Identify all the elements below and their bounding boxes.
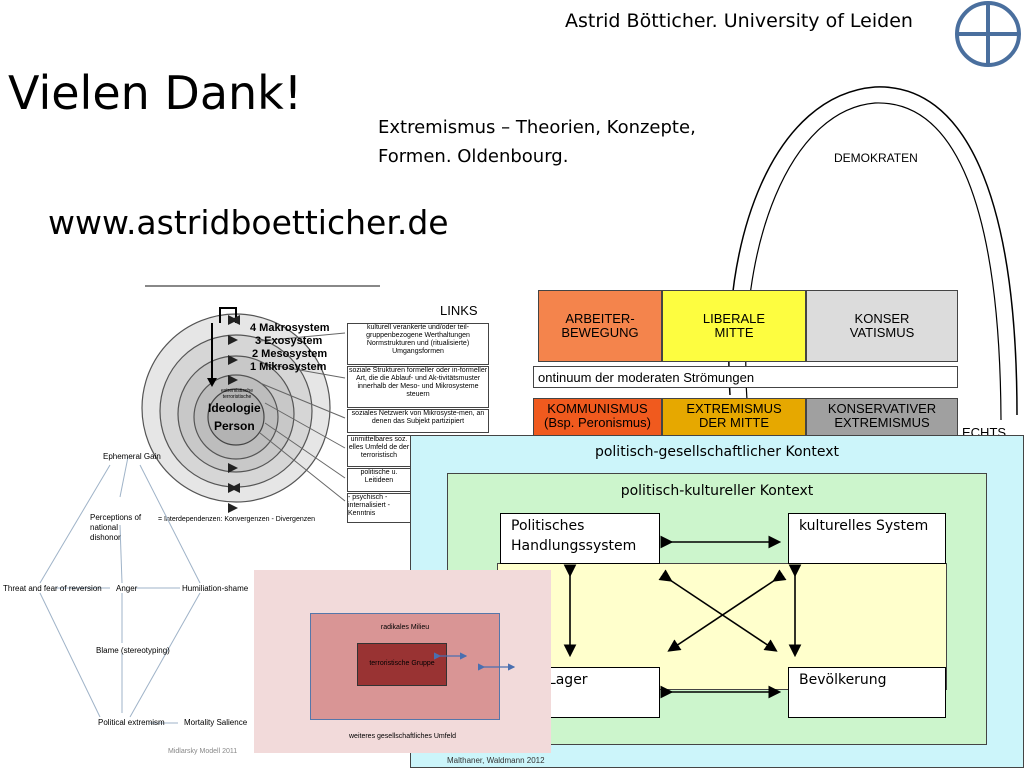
eco-callout-1: kulturell verankerte und/oder teil-grupp… bbox=[347, 323, 489, 365]
hex-node-humiliation: Humiliation-shame bbox=[182, 584, 249, 593]
hexagon-model-lines bbox=[0, 445, 240, 765]
book-line-1: Extremismus – Theorien, Konzepte, bbox=[378, 117, 696, 138]
label-demokraten: DEMOKRATEN bbox=[834, 151, 918, 165]
author-line: Astrid Bötticher. University of Leiden bbox=[565, 10, 913, 32]
website-link[interactable]: www.astridboetticher.de bbox=[48, 203, 449, 242]
eco-level-4: 4 Makrosystem bbox=[250, 322, 330, 334]
context-mid-label: politisch-kultureller Kontext bbox=[620, 483, 814, 499]
eco-center-small: extremistische terroristische bbox=[221, 388, 253, 400]
box-arbeiterbewegung: ARBEITER- BEWEGUNG bbox=[538, 290, 662, 362]
eco-callout-3: soziales Netzwerk von Mikrosyste-men, an… bbox=[347, 409, 489, 433]
context-box-kulturelles-system: kulturelles System bbox=[788, 513, 946, 564]
milieu-figure: radikales Milieu terroristische Gruppe w… bbox=[254, 570, 551, 753]
context-outer-label: politisch-gesellschaftlicher Kontext bbox=[594, 444, 840, 460]
hex-node-blame: Blame (stereotyping) bbox=[96, 646, 170, 655]
context-box-handlungssystem: Politisches Handlungssystem bbox=[500, 513, 660, 564]
milieu-arrows bbox=[434, 652, 516, 671]
milieu-gruppe-box: terroristische Gruppe bbox=[357, 643, 447, 686]
box-kommunismus: KOMMUNISMUS (Bsp. Peronismus) bbox=[533, 398, 662, 440]
context-credit: Malthaner, Waldmann 2012 bbox=[447, 756, 545, 765]
hex-credit: Midlarsky Modell 2011 bbox=[168, 748, 238, 755]
eco-footer-legend: = Interdependenzen: Konvergenzen - Diver… bbox=[158, 516, 316, 523]
box-konservatismus: KONSER VATISMUS bbox=[806, 290, 958, 362]
democrats-arch bbox=[715, 75, 1024, 455]
milieu-radikal-label: radikales Milieu bbox=[380, 624, 430, 631]
hex-node-mortality: Mortality Salience bbox=[184, 718, 248, 727]
eco-person: Person bbox=[214, 419, 255, 433]
box-konservativer-extremismus: KONSERVATIVER EXTREMISMUS bbox=[806, 398, 958, 440]
hex-node-ephemeral: Ephemeral Gain bbox=[103, 452, 161, 461]
context-arrows bbox=[540, 530, 820, 710]
eco-callout-2: soziale Strukturen formeller oder in-for… bbox=[347, 366, 489, 408]
milieu-radikal-box: radikales Milieu terroristische Gruppe bbox=[310, 613, 500, 720]
label-links: LINKS bbox=[440, 303, 478, 318]
eco-model-figure bbox=[140, 283, 490, 523]
milieu-gruppe-label: terroristische Gruppe bbox=[369, 660, 435, 667]
eco-callout-6: - psychisch - internalisiert - Kenntnis bbox=[347, 493, 411, 523]
box-extremismus-mitte: EXTREMISMUS DER MITTE bbox=[662, 398, 806, 440]
continuum-label: ontinuum der moderaten Strömungen bbox=[538, 370, 755, 385]
book-reference: Extremismus – Theorien, Konzepte, Formen… bbox=[378, 113, 696, 171]
eco-callout-5: politische u. Leitideen bbox=[347, 468, 411, 492]
hex-node-threat: Threat and fear of reversion bbox=[3, 584, 102, 593]
hex-node-anger: Anger bbox=[116, 584, 138, 593]
context-box-bevoelkerung: Bevölkerung bbox=[788, 667, 946, 718]
hex-node-perceptions: Perceptions of national dishonor bbox=[90, 513, 142, 542]
university-logo-icon bbox=[952, 0, 1024, 72]
eco-callout-4: unmittelbares soz. elles Umfeld de der t… bbox=[347, 435, 411, 467]
eco-level-2: 2 Mesosystem bbox=[252, 348, 328, 360]
book-line-2: Formen. Oldenbourg. bbox=[378, 146, 569, 167]
eco-level-list: 4 Makrosystem 3 Exosystem 2 Mesosystem 1… bbox=[250, 322, 330, 374]
eco-level-1: 1 Mikrosystem bbox=[250, 361, 327, 373]
slide-title: Vielen Dank! bbox=[8, 66, 303, 120]
eco-level-3: 3 Exosystem bbox=[255, 335, 323, 347]
box-liberale-mitte: LIBERALE MITTE bbox=[662, 290, 806, 362]
eco-ideologie: Ideologie bbox=[208, 401, 261, 415]
milieu-umfeld-label: weiteres gesellschaftliches Umfeld bbox=[349, 733, 456, 740]
hex-node-extremism: Political extremism bbox=[98, 718, 165, 727]
continuum-bar: ontinuum der moderaten Strömungen bbox=[533, 366, 958, 388]
